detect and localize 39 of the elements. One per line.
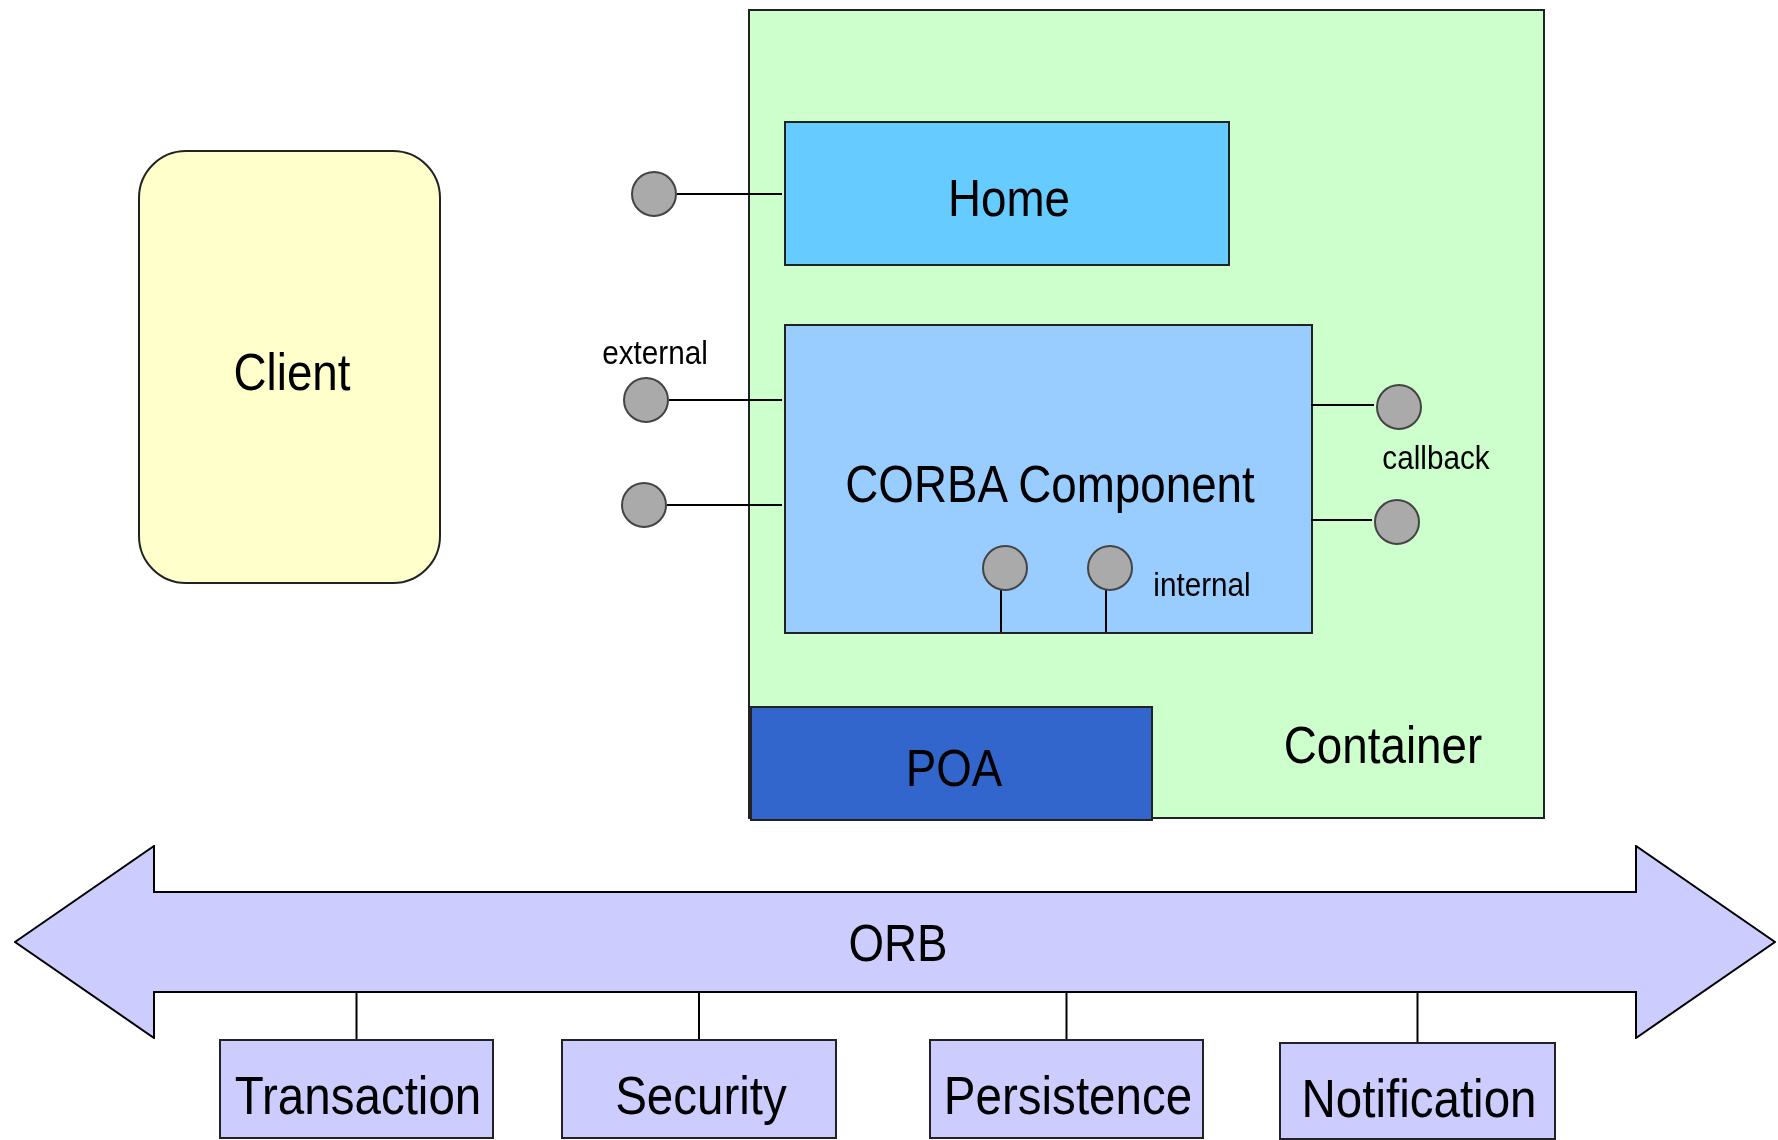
connector-line	[1416, 991, 1419, 1043]
port-circle	[1376, 384, 1422, 430]
home-box	[784, 121, 1230, 266]
service-box	[219, 1039, 494, 1139]
port-circle	[631, 171, 677, 217]
node-label: ORB	[848, 913, 948, 973]
node-label: Container	[1283, 715, 1483, 775]
node-label: CORBA Component	[845, 454, 1255, 514]
bus-arrow	[14, 845, 1776, 1039]
node-label: Security	[615, 1064, 787, 1126]
client-box	[138, 150, 441, 584]
port-label: callback	[1382, 439, 1490, 477]
service-box	[1279, 1042, 1556, 1140]
connector-line	[1065, 991, 1068, 1040]
node-label: Home	[947, 168, 1071, 228]
port-circle	[623, 377, 669, 423]
connector-line	[698, 991, 700, 1040]
port-circle	[1374, 499, 1420, 545]
port-circle	[621, 482, 667, 528]
connector-line	[1310, 519, 1373, 521]
service-box	[561, 1039, 837, 1139]
connector-line	[355, 991, 358, 1040]
port-label: internal	[1153, 566, 1251, 604]
connector-line	[1310, 404, 1375, 406]
service-box	[929, 1039, 1204, 1139]
node-label: Transaction	[234, 1064, 482, 1126]
poa-box	[750, 706, 1153, 821]
node-label: POA	[905, 738, 1003, 798]
node-label: Notification	[1301, 1067, 1537, 1129]
node-label: Client	[233, 342, 351, 402]
component-box	[784, 324, 1313, 634]
port-circle	[982, 545, 1028, 591]
connector-line	[666, 504, 783, 506]
connector-line	[676, 193, 783, 195]
port-circle	[1087, 545, 1133, 591]
container-box	[748, 9, 1545, 819]
connector-line	[668, 399, 783, 401]
port-label: external	[602, 334, 708, 372]
node-label: Persistence	[943, 1064, 1193, 1126]
